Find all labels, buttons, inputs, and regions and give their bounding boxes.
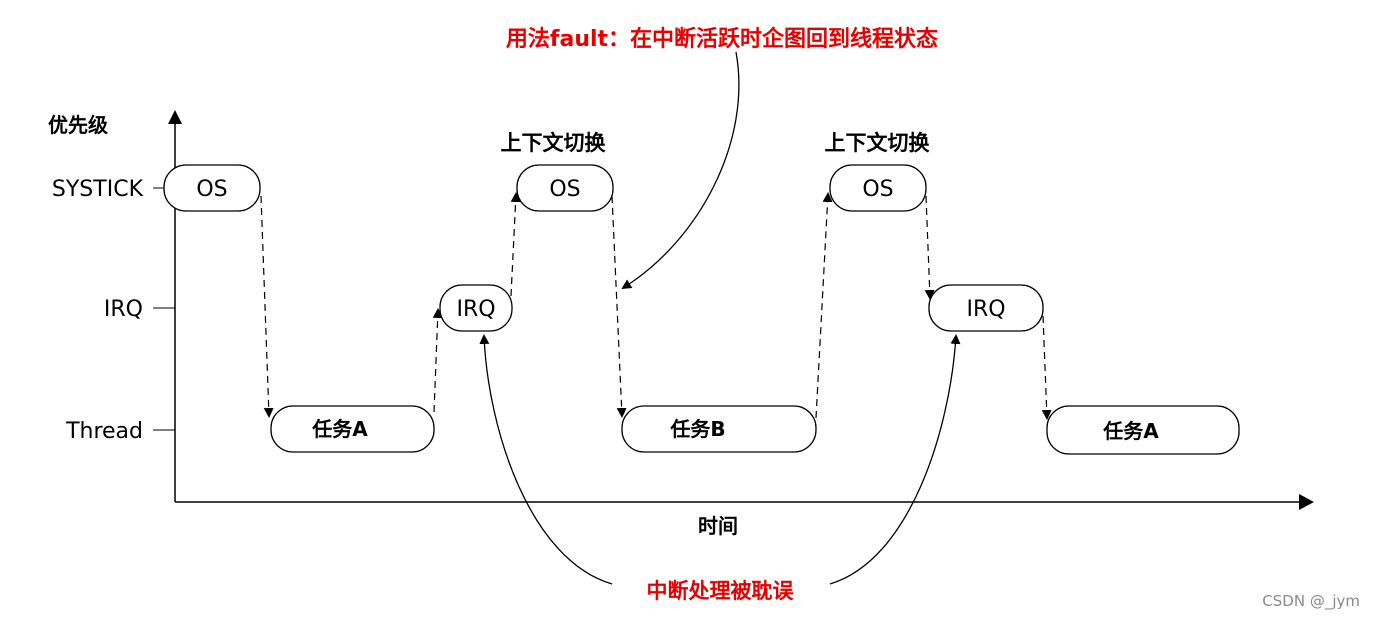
y-axis-arrow [168, 110, 182, 124]
transition-irq2-to-task-a2 [1041, 315, 1052, 420]
x-axis-label: 时间 [698, 514, 738, 538]
transition-os1-to-task-a [260, 195, 274, 418]
curve-usage-fault [621, 51, 740, 290]
transitions [260, 192, 1052, 420]
x-axis-arrow [1299, 494, 1314, 510]
annotation-usage-fault: 用法fault：在中断活跃时企图回到线程状态 [506, 26, 938, 52]
box-os-2-label: OS [549, 177, 580, 202]
curve-delay-irq2 [829, 334, 961, 585]
box-irq-1-label: IRQ [456, 297, 495, 322]
curve-delay-irq1 [479, 334, 613, 585]
level-irq-label: IRQ [104, 297, 143, 322]
box-os-3-label: OS [862, 177, 893, 202]
box-os-1-label: OS [196, 177, 227, 202]
y-axis-label: 优先级 [48, 113, 108, 137]
transition-os3-to-irq2 [924, 195, 935, 300]
box-task-a-2-label: 任务A [1102, 419, 1159, 443]
box-task-a-1: 任务A [270, 405, 435, 453]
context-switch-label-2: 上下文切换 [825, 131, 931, 155]
level-systick-label: SYSTICK [52, 177, 144, 202]
watermark: CSDN @_jym [1262, 592, 1360, 611]
box-os-1: OS [163, 164, 261, 212]
box-task-b-label: 任务B [669, 417, 725, 441]
box-irq-2: IRQ [928, 284, 1044, 332]
transition-os2-to-task-b [611, 195, 627, 418]
box-task-a-2: 任务A [1046, 405, 1240, 455]
transition-irq1-to-os2 [510, 192, 521, 297]
box-os-3: OS [829, 164, 927, 212]
box-irq-1: IRQ [439, 284, 513, 332]
transition-task-a-to-irq1 [432, 308, 443, 413]
box-irq-2-label: IRQ [966, 297, 1005, 322]
annotation-irq-delayed: 中断处理被耽误 [647, 579, 795, 603]
box-task-b: 任务B [621, 405, 817, 453]
box-task-a-1-label: 任务A [311, 417, 368, 441]
context-switch-label-1: 上下文切换 [501, 131, 607, 155]
level-thread-label: Thread [65, 419, 143, 444]
transition-task-b-to-os3 [815, 192, 833, 419]
annotation-curves [479, 51, 961, 585]
box-os-2: OS [516, 164, 614, 212]
